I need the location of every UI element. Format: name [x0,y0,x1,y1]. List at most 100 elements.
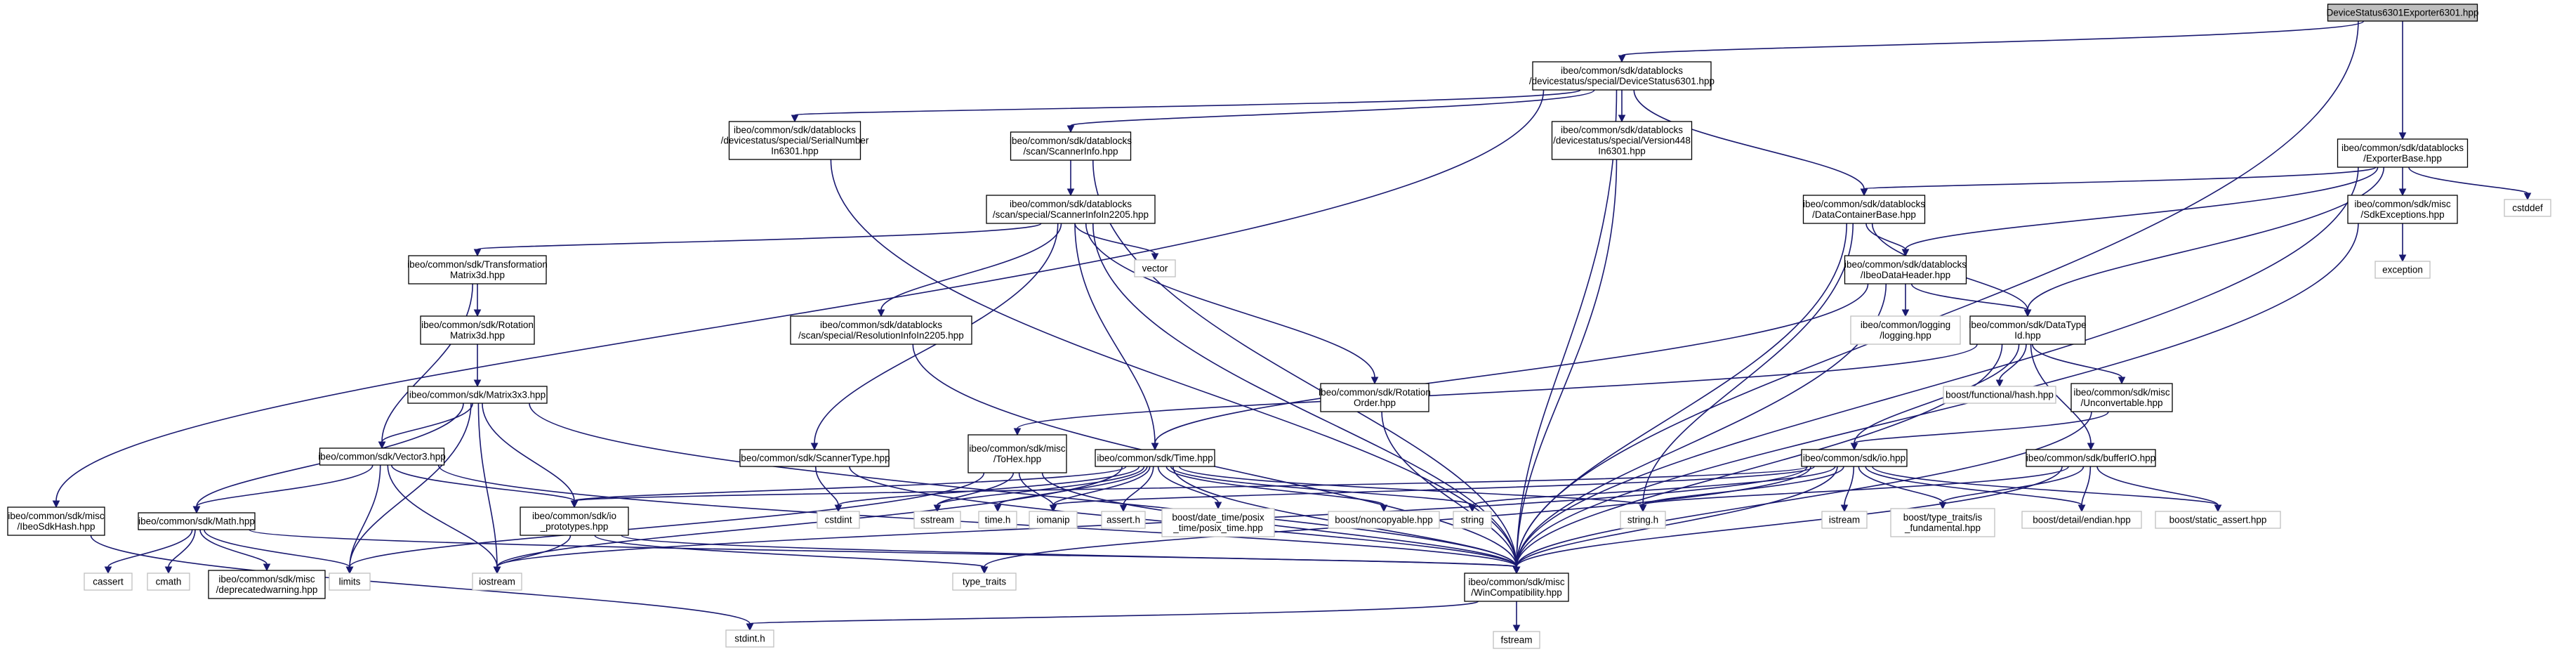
edge-line [1858,466,1943,503]
edge-arrowhead [164,566,173,575]
edge-line [1074,223,1156,444]
node-bufferio[interactable]: ibeo/common/sdk/bufferIO.hpp [2026,449,2156,467]
node-box [952,573,1017,591]
edge-arrowhead [378,441,386,450]
node-functionalhash: boost/functional/hash.hpp [1943,386,2056,404]
edge-line [574,466,1127,502]
node-label-line: assert.h [1107,515,1140,525]
node-box [1493,631,1540,649]
node-box [1801,449,1908,467]
edge-arrowhead [2023,309,2032,318]
node-scannerinfo[interactable]: ibeo/common/sdk/datablocks/scan/ScannerI… [1010,131,1132,161]
node-label-line: ibeo/common/sdk/datablocks [1010,199,1132,209]
node-stringh: string.h [1620,511,1666,529]
edge-arrowhead [473,249,482,257]
node-devstatus[interactable]: ibeo/common/sdk/datablocks/devicestatus/… [1529,61,1715,91]
node-ibeosdkhash[interactable]: ibeo/common/sdk/misc/IbeoSdkHash.hpp [7,506,105,536]
edge-line [1516,466,1838,568]
node-typetraits: type_traits [952,573,1017,591]
edge-scannerinfoin2205-to-transformation [473,223,1042,257]
edge-datacontainerbase-to-ibeodataheader [1865,223,1910,257]
edge-io-to-istream [1840,466,1855,513]
node-wincompat[interactable]: ibeo/common/sdk/misc/WinCompatibility.hp… [1464,573,1569,602]
node-serialnumber[interactable]: ibeo/common/sdk/datablocks/devicestatus/… [721,121,869,160]
edge-math-to-cassert [104,529,193,575]
edge-time-to-cstdint [834,466,1140,513]
node-label-line: time.h [985,515,1011,525]
node-box [817,511,860,529]
edge-line [168,529,196,568]
node-tohex[interactable]: ibeo/common/sdk/misc/ToHex.hpp [967,434,1067,473]
node-label-line: ibeo/common/sdk/ScannerType.hpp [739,453,890,464]
edge-line [1516,166,2359,568]
edge-io-to-iomanip [1049,466,1815,513]
node-label-line: /IbeoDataHeader.hpp [1861,270,1950,280]
node-box [520,506,629,536]
node-vector3[interactable]: ibeo/common/sdk/Vector3.hpp [318,447,446,466]
node-label-line: /ToHex.hpp [993,454,1041,464]
edge-arrowhead [1850,443,1858,451]
node-math[interactable]: ibeo/common/sdk/Math.hpp [138,512,256,530]
edge-unconvertable-to-io [1850,411,2109,451]
edge-arrowhead [1151,253,1159,261]
node-label-line: Order.hpp [1354,398,1396,408]
node-label-line: ibeo/common/sdk/Rotation [421,320,534,330]
node-datacontainerbase[interactable]: ibeo/common/sdk/datablocks/DataContainer… [1802,195,1925,224]
node-resolutioninfo[interactable]: ibeo/common/sdk/datablocks/scan/special/… [790,315,972,345]
edge-line [1844,466,1855,506]
node-label-line: cmath [156,577,182,587]
edge-arrowhead [1066,188,1075,197]
edge-arrowhead [192,506,201,514]
node-time[interactable]: ibeo/common/sdk/Time.hpp [1095,449,1215,467]
node-unconvertable[interactable]: ibeo/common/sdk/misc/Unconvertable.hpp [2070,383,2173,412]
node-label-line: string [1460,515,1484,525]
edge-sdkexceptions-to-exception [2398,223,2407,263]
node-box [1161,508,1275,537]
node-box [2070,383,2173,412]
edge-line [496,535,572,568]
node-ibeodataheader[interactable]: ibeo/common/sdk/datablocks/IbeoDataHeade… [1844,255,1967,285]
node-scannertype[interactable]: ibeo/common/sdk/ScannerType.hpp [739,449,890,467]
node-label-line: ibeo/common/logging [1861,320,1950,330]
node-ioprototypes[interactable]: ibeo/common/sdk/io_prototypes.hpp [520,506,629,536]
edge-line [621,535,1517,568]
edge-arrowhead [1618,115,1626,123]
node-label-line: string.h [1627,515,1658,525]
edge-line [830,159,1517,568]
node-scannerinfoin2205[interactable]: ibeo/common/sdk/datablocks/scan/special/… [986,195,1156,224]
node-matrix3x3[interactable]: ibeo/common/sdk/Matrix3x3.hpp [407,386,548,404]
edge-wincompat-to-stdinth [746,601,1479,632]
node-label-line: /DataContainerBase.hpp [1812,209,1916,220]
node-root[interactable]: DeviceStatus6301Exporter6301.hpp [2327,4,2479,22]
edge-line [1863,166,2377,190]
node-exporterbase[interactable]: ibeo/common/sdk/datablocks/ExporterBase.… [2337,138,2469,168]
edge-arrowhead [104,566,112,575]
edge-math-to-deprecated [199,529,271,572]
node-label-line: ibeo/common/sdk/Vector3.hpp [318,452,446,462]
node-version448[interactable]: ibeo/common/sdk/datablocks/devicestatus/… [1551,121,1693,160]
edges-layer [52,20,2532,633]
node-label-line: ibeo/common/sdk/misc [2073,387,2170,398]
node-deprecated[interactable]: ibeo/common/sdk/misc/deprecatedwarning.h… [208,570,326,599]
edge-arrowhead [2398,254,2407,263]
edge-line [1017,344,1978,429]
node-label-line: boost/noncopyable.hpp [1335,515,1433,525]
node-transformation[interactable]: ibeo/common/sdk/TransformationMatrix3d.h… [407,255,548,285]
node-fstream: fstream [1493,631,1540,649]
node-label-line: /scan/special/ResolutionInfoIn2205.hpp [798,330,964,341]
edge-line [1154,283,1869,444]
node-box [725,629,774,648]
node-box [407,386,548,404]
node-label-line: /deprecatedwarning.hpp [216,584,318,595]
node-io[interactable]: ibeo/common/sdk/io.hpp [1801,449,1908,467]
edge-datatypeid-to-functionalhash [1995,344,2027,388]
edge-arrowhead [345,566,354,575]
edge-line [1516,89,1618,568]
node-box [1328,511,1440,529]
node-sdkexceptions[interactable]: ibeo/common/sdk/misc/SdkExceptions.hpp [2347,195,2458,224]
edge-arrowhead [263,563,271,572]
node-exception: exception [2374,261,2431,279]
